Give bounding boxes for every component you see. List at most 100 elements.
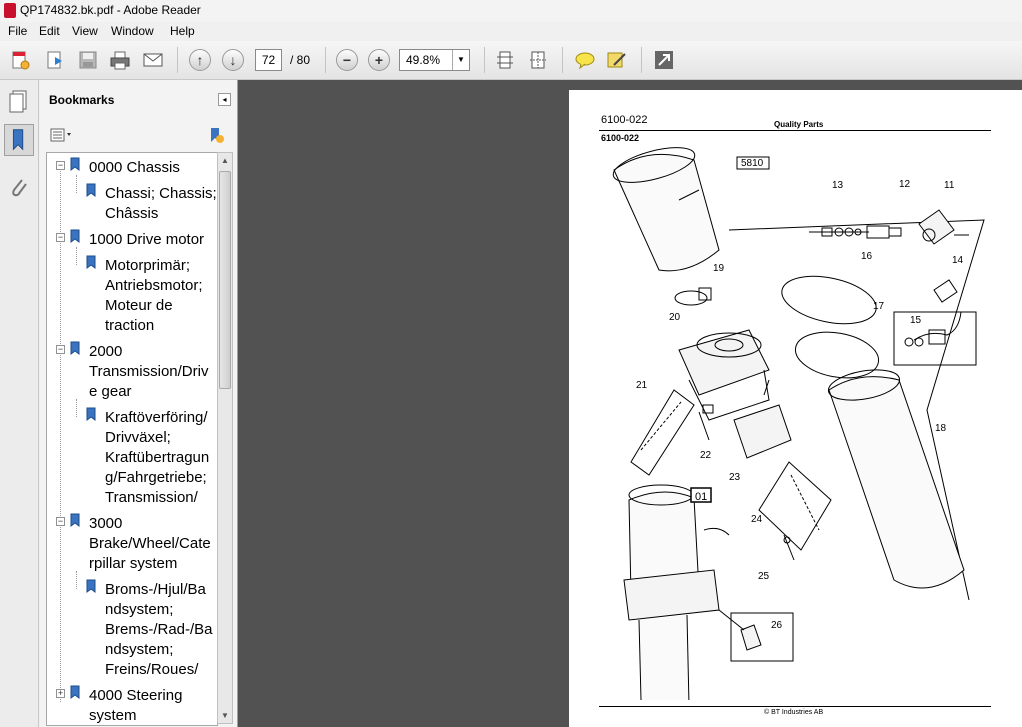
expand-toggle[interactable]: + [56,688,65,698]
window-title: QP174832.bk.pdf - Adobe Reader [20,3,201,17]
tree-line [76,571,77,589]
callout-26: 26 [771,620,783,631]
scroll-up-icon[interactable]: ▲ [221,156,229,165]
tree-line [60,167,61,702]
doc-sub-code: 6100-022 [601,133,640,143]
menu-help[interactable]: Help [170,24,195,38]
new-bookmark-icon[interactable] [207,126,225,144]
bookmarks-scrollbar[interactable]: ▲ ▼ [217,152,233,724]
sign-icon[interactable] [606,49,628,71]
save-icon[interactable] [77,49,99,71]
page-up-icon[interactable]: ↑ [189,49,211,71]
print-icon[interactable] [109,49,131,71]
collapse-panel-icon[interactable]: ◂ [218,93,231,106]
expand-toggle[interactable]: − [56,516,65,526]
bookmark-icon [70,341,80,355]
fit-page-icon[interactable] [494,49,516,71]
callout-5810: 5810 [741,158,764,169]
doc-footer: © BT Industries AB [764,709,824,716]
bookmark-icon [70,513,80,527]
expand-toggle[interactable]: − [56,232,65,242]
callout-24: 24 [751,514,763,525]
callout-20: 20 [669,312,681,323]
doc-header-code: 6100-022 [601,114,648,126]
scroll-down-icon[interactable]: ▼ [221,711,229,720]
bookmark-item-chassis-sub[interactable]: Chassi; Chassis; Châssis [105,185,217,222]
callout-18: 18 [935,423,947,434]
expand-toggle[interactable]: − [56,344,65,354]
menu-file[interactable]: File [8,24,28,38]
bookmarks-header: Bookmarks ◂ [40,80,237,120]
bookmark-options-icon[interactable] [50,128,74,142]
menu-edit[interactable]: Edit [39,24,60,38]
pdf-app-icon [4,3,16,18]
tree-line [76,175,77,193]
expand-toggle[interactable]: − [56,160,65,170]
scrollbar-thumb[interactable] [219,171,231,389]
bookmarks-panel-icon[interactable] [4,124,34,156]
page-total: / 80 [290,53,311,67]
bookmark-item-steering[interactable]: 4000 Steering system [89,687,183,724]
bookmark-icon [86,407,96,421]
toolbar-separator [562,47,563,73]
bookmark-item-chassis[interactable]: 0000 Chassis [89,159,180,176]
callout-13: 13 [832,180,844,191]
pages-panel-icon[interactable] [4,86,34,118]
zoom-select[interactable]: 49.8% ▼ [399,49,470,71]
menu-window[interactable]: Window [111,24,154,38]
bookmark-item-transmission-sub[interactable]: Kraftöverföring/ Drivväxel; Kraftübertra… [105,409,210,506]
bookmark-icon [86,183,96,197]
bookmark-item-drive-motor-sub[interactable]: Motorprimär; Antriebsmotor; Moteur de tr… [105,257,203,334]
exploded-parts-diagram [612,147,985,700]
toolbar-separator [325,47,326,73]
callout-11: 11 [944,180,955,191]
navigation-pane-strip [0,80,39,727]
bookmarks-title: Bookmarks [49,93,115,107]
callout-23: 23 [729,472,741,483]
toolbar-separator [177,47,178,73]
page-down-icon[interactable]: ↓ [222,49,244,71]
bookmark-item-brake-wheel[interactable]: 3000 Brake/Wheel/Cate rpillar system [89,515,211,572]
tree-line [76,399,77,417]
bookmark-icon [70,685,80,699]
toolbar-separator [641,47,642,73]
email-icon[interactable] [142,49,164,71]
menu-view[interactable]: View [72,24,98,38]
create-pdf-icon[interactable] [9,49,31,71]
callout-01: 01 [695,491,708,503]
toolbar: ↑ ↓ 72 / 80 − + 49.8% ▼ [0,41,1022,80]
footer-rule [599,706,991,707]
bookmarks-tree: − 0000 Chassis Chassi; Chassis; Châssis … [46,152,218,726]
page-number-input[interactable]: 72 [255,49,282,71]
tree-line [76,247,77,265]
callout-12: 12 [899,179,911,190]
callout-16: 16 [861,251,873,262]
zoom-in-icon[interactable]: + [368,49,390,71]
fit-width-icon[interactable] [527,49,549,71]
callout-21: 21 [636,380,648,391]
bookmark-item-drive-motor[interactable]: 1000 Drive motor [89,231,205,248]
expand-icon[interactable] [653,49,675,71]
bookmark-icon [70,229,80,243]
bookmark-item-brake-wheel-sub[interactable]: Broms-/Hjul/Ba ndsystem; Brems-/Rad-/Ba … [105,581,213,678]
doc-header-title: Quality Parts [774,120,824,129]
pdf-page: 6100-022 Quality Parts 6100-022 [569,90,1022,727]
zoom-out-icon[interactable]: − [336,49,358,71]
bookmark-icon [86,579,96,593]
attachments-panel-icon[interactable] [4,172,34,204]
bookmarks-toolbar [40,122,237,150]
header-rule [599,130,991,131]
callout-19: 19 [713,263,725,274]
chevron-down-icon[interactable]: ▼ [452,50,469,70]
callout-17: 17 [873,301,885,312]
callout-22: 22 [700,450,712,461]
title-bar: QP174832.bk.pdf - Adobe Reader [0,0,1022,22]
bookmarks-panel: Bookmarks ◂ − 0000 Chassis Chassi; Chass… [40,80,238,727]
export-icon[interactable] [44,49,66,71]
callout-14: 14 [952,255,964,266]
zoom-value: 49.8% [406,53,441,67]
comment-icon[interactable] [574,49,596,71]
callout-15: 15 [910,315,922,326]
bookmark-item-transmission[interactable]: 2000 Transmission/Driv e gear [89,343,209,400]
menu-bar: File Edit View Window Help [0,22,1022,41]
